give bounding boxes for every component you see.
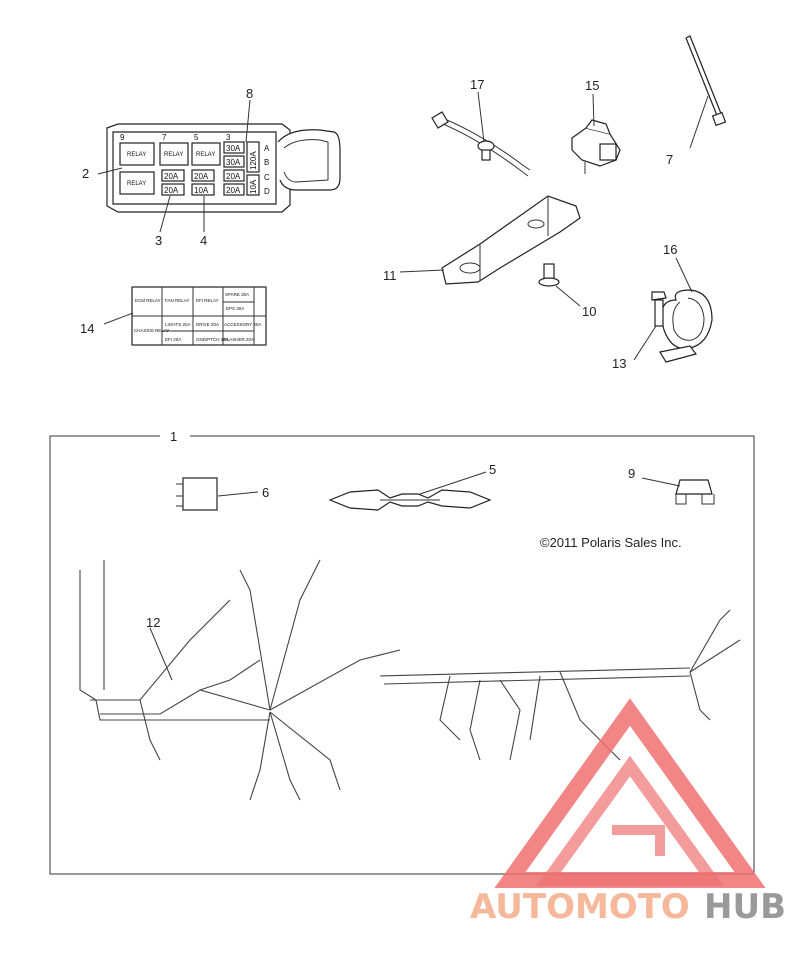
- callout-6: 6: [262, 485, 269, 500]
- callout-9: 9: [628, 466, 635, 481]
- relay-slot: [119, 171, 155, 195]
- callout-14: 14: [80, 321, 94, 336]
- decal-cell: EFI RELAY: [196, 298, 219, 303]
- decal-cell: FLASHER 20A: [224, 337, 254, 342]
- relay-label: RELAY: [196, 152, 215, 158]
- relay-label: RELAY: [127, 181, 146, 187]
- bracket-11: [399, 195, 581, 285]
- callout-16: 16: [663, 242, 677, 257]
- fuse-9: [641, 477, 715, 505]
- fuse-label: 20A: [164, 172, 179, 181]
- relay-label: RELAY: [164, 152, 183, 158]
- callout-17: 17: [470, 77, 484, 92]
- relay-slot: [191, 142, 221, 166]
- callout-2: 2: [82, 166, 89, 181]
- watermark-text-primary: AUTOMOTO: [470, 887, 690, 927]
- fuse-decal: ECM RELAY FAN RELAY EFI RELAY SPARE 30A …: [103, 286, 267, 346]
- callout-11: 11: [383, 268, 397, 283]
- callout-13: 13: [612, 356, 626, 371]
- copyright-text: ©2011 Polaris Sales Inc.: [540, 535, 682, 550]
- callout-15: 15: [585, 78, 599, 93]
- callout-1: 1: [170, 429, 177, 444]
- fuse-label: 20A: [226, 186, 241, 195]
- fuse-label: 30A: [226, 144, 241, 153]
- fuse-holder-5: [328, 471, 492, 511]
- fuse-label: 30A: [226, 158, 241, 167]
- decal-cell: LIGHTS 20A: [165, 322, 191, 327]
- slot-number: 9: [120, 133, 125, 142]
- cable-tie-7: [685, 35, 727, 149]
- callout-12: 12: [146, 615, 160, 630]
- slot-number: 5: [194, 133, 199, 142]
- relay-6: [176, 477, 259, 511]
- fuse-label: 20A: [164, 186, 179, 195]
- connector-15: [571, 93, 621, 174]
- callout-5: 5: [489, 462, 496, 477]
- watermark-text-secondary: HUB: [704, 887, 786, 927]
- harness-assembly-frame: [49, 435, 755, 875]
- decal-cell: GND/PTCH 10A: [196, 337, 229, 342]
- decal-cell: EPS 30A: [226, 306, 244, 311]
- wiring-harness-drawing: [79, 559, 741, 801]
- fuse-box: 9 7 5 3 RELAY RELAY RELAY RELAY 30A 30A …: [97, 99, 341, 233]
- row-letter: A: [264, 144, 270, 153]
- decal-cell: ACCESSORY 20A: [224, 322, 261, 327]
- callout-10: 10: [582, 304, 596, 319]
- fuse-label: 20A: [194, 172, 209, 181]
- row-letter: D: [264, 187, 270, 196]
- clamp-16: [659, 257, 713, 363]
- fuse-label: 10A: [194, 186, 209, 195]
- decal-cell: SPARE 30A: [225, 292, 249, 297]
- relay-label: RELAY: [127, 152, 146, 158]
- relay-slot: [159, 142, 189, 166]
- bolt-13: [633, 291, 667, 361]
- side-fuse-label: 120A: [249, 151, 258, 170]
- cable-tie-mount: [431, 91, 531, 177]
- decal-cell: DRIVE 20A: [196, 322, 219, 327]
- side-fuse-label: 10A: [249, 179, 258, 194]
- push-pin-10: [538, 263, 581, 307]
- decal-cell: ECM RELAY: [135, 298, 161, 303]
- callout-7: 7: [666, 152, 673, 167]
- decal-cell: EFI 20A: [165, 337, 181, 342]
- row-letter: C: [264, 173, 270, 182]
- callout-3: 3: [155, 233, 162, 248]
- slot-number: 7: [162, 133, 167, 142]
- automotohub-watermark: AUTOMOTO HUB: [470, 698, 786, 927]
- slot-number: 3: [226, 133, 231, 142]
- decal-cell: FAN RELAY: [165, 298, 189, 303]
- decal-cell: CHASSIS RELAY: [134, 328, 169, 333]
- relay-slot: [119, 142, 155, 166]
- callout-4: 4: [200, 233, 207, 248]
- callout-8: 8: [246, 86, 253, 101]
- row-letter: B: [264, 158, 269, 167]
- fuse-label: 20A: [226, 172, 241, 181]
